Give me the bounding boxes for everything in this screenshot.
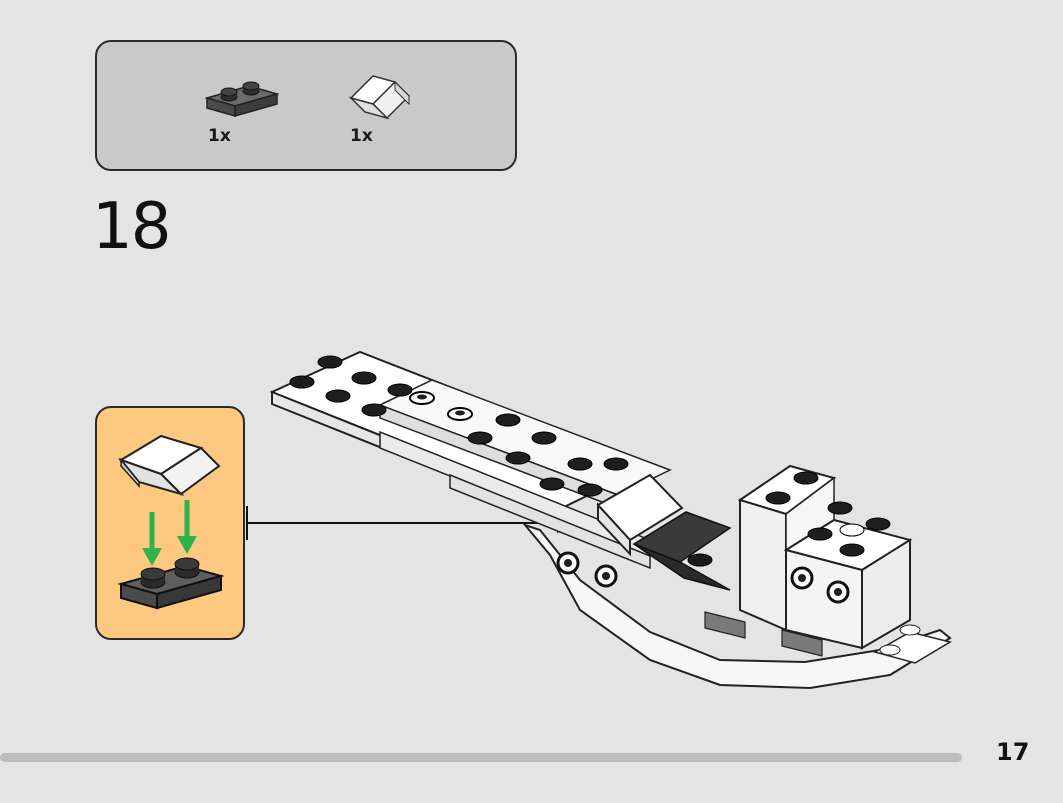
step-number: 18 [92, 190, 171, 264]
white-slope-icon [117, 434, 221, 497]
sub-assembly-callout [95, 406, 245, 640]
page-number: 17 [996, 738, 1030, 766]
sub-assembly-illustration [117, 434, 225, 610]
model-illustration [269, 350, 952, 690]
white-slope-quantity: 1x [350, 126, 373, 146]
dark-gray-plate-quantity: 1x [208, 126, 231, 146]
parts-list-box: 1x 1x [95, 40, 517, 171]
dark-gray-plate-icon [117, 557, 225, 610]
white-slope-icon [348, 75, 411, 120]
dark-gray-plate-icon [205, 81, 279, 117]
assembly-arrow-icon [142, 500, 197, 566]
page-progress-bar [0, 753, 962, 762]
